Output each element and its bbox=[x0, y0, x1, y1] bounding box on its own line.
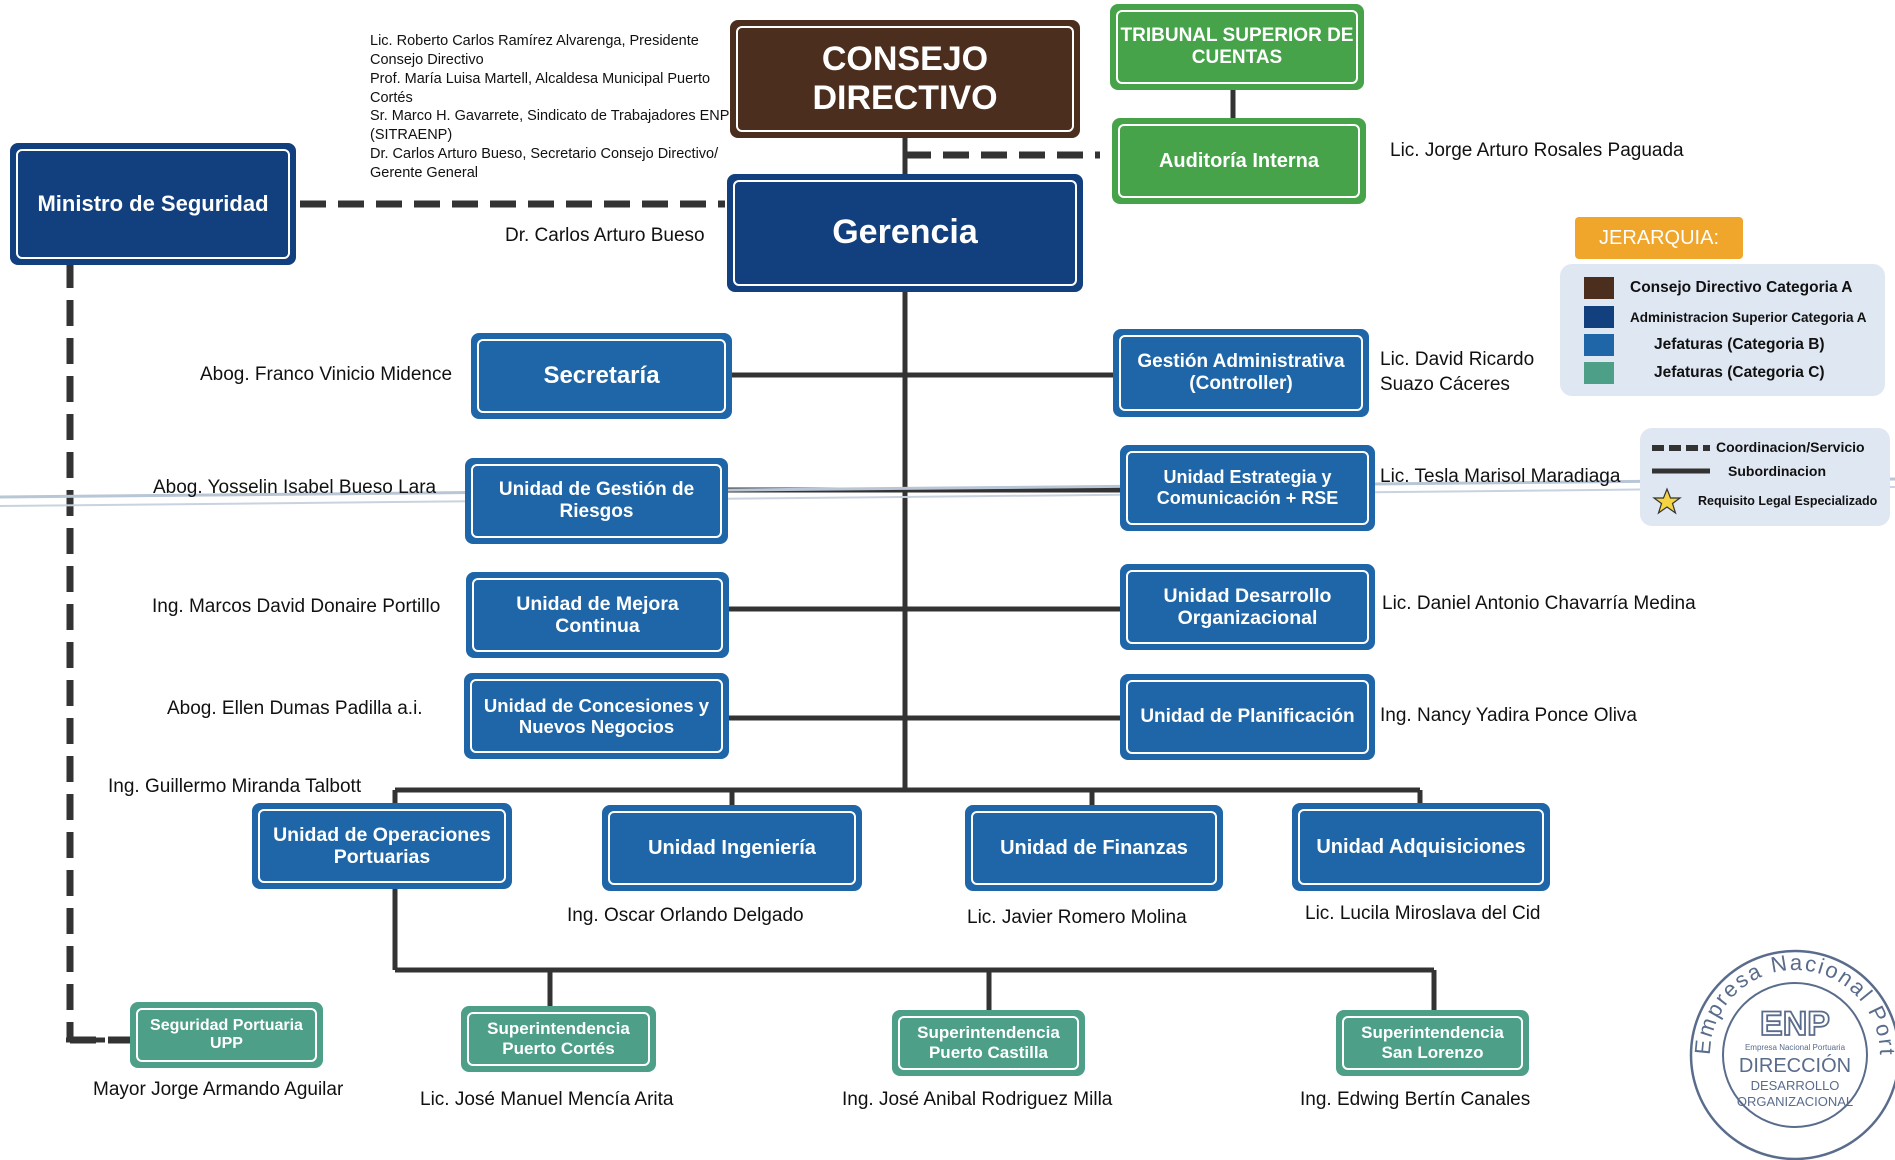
svg-text:ENP: ENP bbox=[1760, 1005, 1830, 1043]
line-legend: Coordinacion/Servicio Subordinacion Requ… bbox=[1640, 428, 1890, 526]
tribunal-box: TRIBUNAL SUPERIOR DE CUENTAS bbox=[1110, 4, 1364, 90]
gerencia-person: Dr. Carlos Arturo Bueso bbox=[505, 225, 705, 246]
legend-title: JERARQUIA: bbox=[1575, 217, 1743, 259]
auditoria-box: Auditoría Interna bbox=[1112, 118, 1366, 204]
svg-text:DESARROLLO: DESARROLLO bbox=[1751, 1078, 1840, 1093]
seguridad-portuaria-box: Seguridad Portuaria UPP bbox=[130, 1002, 323, 1068]
sup-cortes-person: Lic. José Manuel Mencía Arita bbox=[420, 1089, 674, 1110]
operaciones-box: Unidad de Operaciones Portuarias bbox=[252, 803, 512, 889]
gestion-admin-person: Lic. David Ricardo Suazo Cáceres bbox=[1380, 349, 1535, 395]
legend-label: Administracion Superior Categoria A bbox=[1630, 309, 1867, 325]
org-chart: CONSEJO DIRECTIVO TRIBUNAL SUPERIOR DE C… bbox=[0, 4, 1895, 1160]
legend-label: Jefaturas (Categoria B) bbox=[1654, 336, 1825, 353]
ministro-box: Ministro de Seguridad bbox=[10, 143, 296, 265]
mejora-person: Ing. Marcos David Donaire Portillo bbox=[152, 596, 441, 617]
svg-text:Empresa Nacional Portuaria: Empresa Nacional Portuaria bbox=[1745, 1043, 1846, 1052]
svg-text:DIRECCIÓN: DIRECCIÓN bbox=[1739, 1054, 1851, 1077]
secretaria-person: Abog. Franco Vinicio Midence bbox=[200, 364, 453, 385]
planificacion-person: Ing. Nancy Yadira Ponce Oliva bbox=[1380, 705, 1637, 726]
legend-swatch bbox=[1584, 334, 1614, 356]
line-legend-icons bbox=[1652, 445, 1710, 515]
sup-cortes-box: Superintendencia Puerto Cortés bbox=[461, 1006, 656, 1072]
legend-swatch bbox=[1584, 277, 1614, 299]
star-icon bbox=[1652, 487, 1682, 515]
legend-label: Jefaturas (Categoria C) bbox=[1654, 364, 1825, 381]
estrategia-box: Unidad Estrategia y Comunicación + RSE bbox=[1120, 445, 1375, 531]
sup-lorenzo-box: Superintendencia San Lorenzo bbox=[1336, 1010, 1529, 1076]
operaciones-person: Ing. Guillermo Miranda Talbott bbox=[108, 776, 362, 797]
riesgos-box: Unidad de Gestión de Riesgos bbox=[465, 458, 728, 544]
svg-text:ORGANIZACIONAL: ORGANIZACIONAL bbox=[1737, 1094, 1853, 1109]
desarrollo-box: Unidad Desarrollo Organizacional bbox=[1120, 564, 1375, 650]
adquisiciones-person: Lic. Lucila Miroslava del Cid bbox=[1305, 903, 1541, 924]
legend-row-jefatura-c: Jefaturas (Categoria C) bbox=[1584, 362, 1825, 384]
riesgos-person: Abog. Yosselin Isabel Bueso Lara bbox=[153, 477, 437, 498]
legend-row-consejo: Consejo Directivo Categoria A bbox=[1584, 277, 1853, 299]
gerencia-box: Gerencia bbox=[727, 174, 1083, 292]
sup-lorenzo-person: Ing. Edwing Bertín Canales bbox=[1300, 1089, 1531, 1110]
gestion-admin-box: Gestión Administrativa (Controller) bbox=[1113, 329, 1369, 417]
legend-row-admin: Administracion Superior Categoria A bbox=[1584, 306, 1867, 328]
sup-castilla-box: Superintendencia Puerto Castilla bbox=[892, 1010, 1085, 1076]
finanzas-box: Unidad de Finanzas bbox=[965, 805, 1223, 891]
finanzas-person: Lic. Javier Romero Molina bbox=[967, 907, 1187, 928]
planificacion-box: Unidad de Planificación bbox=[1120, 674, 1375, 760]
legend-coordinacion: Coordinacion/Servicio bbox=[1716, 439, 1865, 455]
auditoria-person: Lic. Jorge Arturo Rosales Paguada bbox=[1390, 140, 1684, 161]
secretaria-box: Secretaría bbox=[471, 333, 732, 419]
ingenieria-person: Ing. Oscar Orlando Delgado bbox=[567, 905, 804, 926]
sup-castilla-person: Ing. José Anibal Rodriguez Milla bbox=[842, 1089, 1113, 1110]
hierarchy-legend: Consejo Directivo Categoria A Administra… bbox=[1560, 264, 1885, 396]
desarrollo-person: Lic. Daniel Antonio Chavarría Medina bbox=[1382, 593, 1696, 614]
legend-label: Consejo Directivo Categoria A bbox=[1630, 279, 1853, 296]
estrategia-person: Lic. Tesla Marisol Maradiaga bbox=[1380, 466, 1621, 487]
adquisiciones-box: Unidad Adquisiciones bbox=[1292, 803, 1550, 891]
mejora-box: Unidad de Mejora Continua bbox=[466, 572, 729, 658]
legend-subordinacion: Subordinacion bbox=[1728, 463, 1826, 479]
concesiones-person: Abog. Ellen Dumas Padilla a.i. bbox=[167, 698, 423, 719]
legend-requisito: Requisito Legal Especializado bbox=[1698, 494, 1878, 508]
ingenieria-box: Unidad Ingeniería bbox=[602, 805, 862, 891]
concesiones-box: Unidad de Concesiones y Nuevos Negocios bbox=[464, 673, 729, 759]
connector-lines bbox=[0, 86, 1895, 1044]
legend-swatch bbox=[1584, 306, 1614, 328]
enp-seal-stamp: Empresa Nacional Portuaria ENP Empresa N… bbox=[1680, 940, 1895, 1160]
seguridad-person: Mayor Jorge Armando Aguilar bbox=[93, 1079, 344, 1100]
consejo-directivo-box: CONSEJO DIRECTIVO bbox=[730, 20, 1080, 138]
legend-swatch bbox=[1584, 362, 1614, 384]
legend-row-jefatura-b: Jefaturas (Categoria B) bbox=[1584, 334, 1825, 356]
consejo-members-text: Lic. Roberto Carlos Ramírez Alvarenga, P… bbox=[370, 33, 730, 181]
